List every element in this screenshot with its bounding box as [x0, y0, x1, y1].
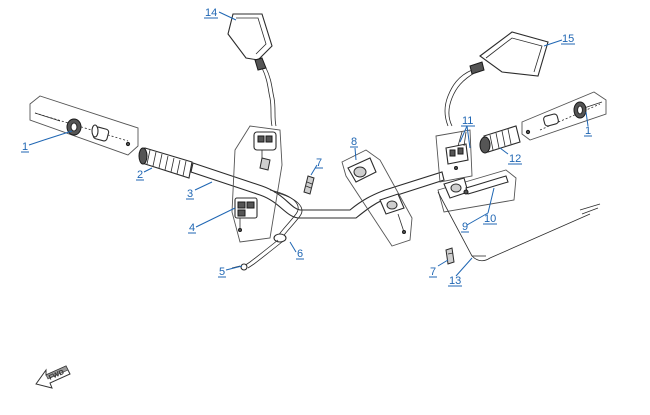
callout-6[interactable]: 6	[297, 248, 303, 260]
handlebar-tube	[190, 162, 445, 219]
callout-11[interactable]: 11	[462, 115, 473, 127]
leader-lines	[28, 11, 589, 277]
callout-9[interactable]: 9	[462, 221, 468, 233]
callout-10[interactable]: 10	[484, 213, 496, 225]
callout-5[interactable]: 5	[219, 266, 225, 278]
throttle-cable	[437, 191, 601, 262]
callout-13[interactable]: 13	[449, 275, 461, 287]
callout-8[interactable]: 8	[351, 136, 357, 148]
cable-hose	[243, 189, 303, 269]
bolt-upper	[303, 175, 315, 195]
forward-arrow-icon: FWD	[35, 365, 71, 389]
callout-1-left[interactable]: 1	[22, 141, 28, 153]
callout-3[interactable]: 3	[187, 188, 193, 200]
left-bar-end-group	[29, 95, 139, 156]
left-grip	[138, 147, 193, 179]
left-mirror	[227, 13, 277, 127]
callout-4[interactable]: 4	[189, 222, 195, 234]
callout-7-upper[interactable]: 7	[316, 157, 322, 169]
callout-14[interactable]: 14	[205, 7, 217, 19]
callout-2[interactable]: 2	[137, 169, 143, 181]
throttle-grip	[479, 125, 521, 154]
right-switch-group	[435, 129, 473, 183]
brake-lever-group	[437, 169, 517, 213]
right-bar-end-group	[521, 91, 607, 141]
callout-1-right[interactable]: 1	[585, 125, 591, 137]
bolt-lower	[445, 247, 455, 265]
callout-15[interactable]: 15	[562, 33, 574, 45]
callout-7-lower[interactable]: 7	[430, 266, 436, 278]
left-switch-group	[231, 125, 283, 243]
handlebar-clamp-group	[341, 149, 413, 247]
callout-12[interactable]: 12	[509, 153, 521, 165]
callout-labels: 1 1 2 3 4 5 6 7 7 8 9 10 11 12 13 14 15	[21, 7, 592, 287]
right-mirror	[444, 31, 549, 127]
